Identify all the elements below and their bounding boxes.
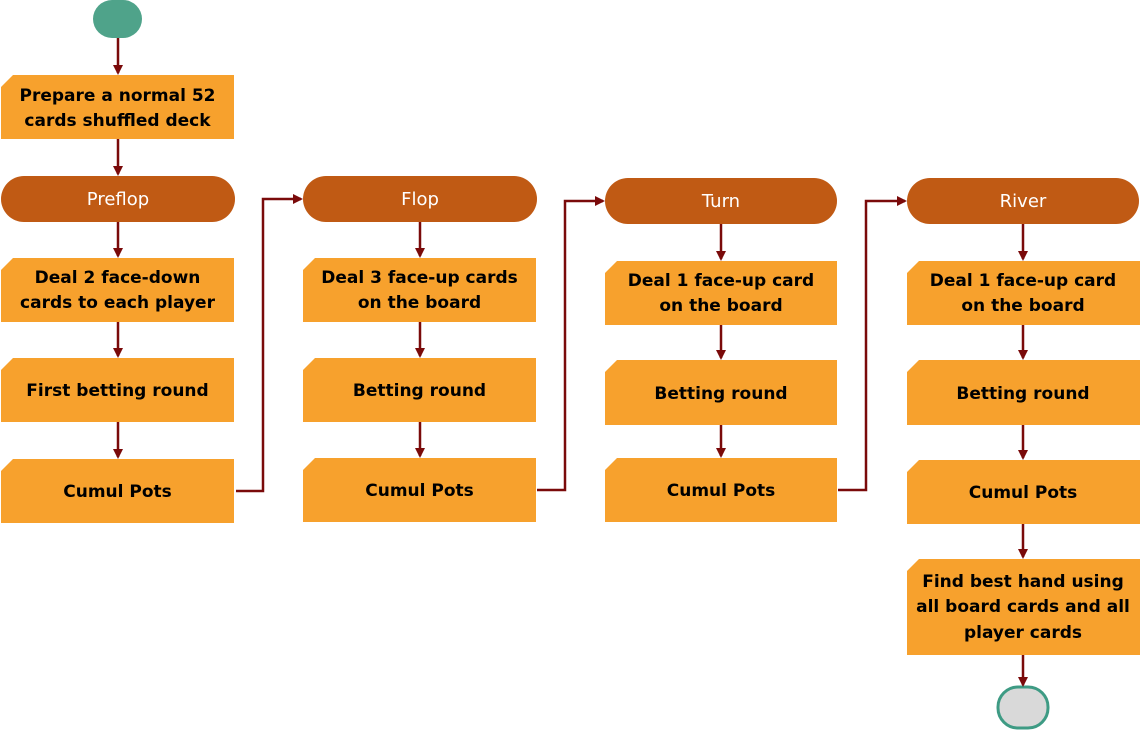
betting-turn-label: Betting round	[654, 384, 787, 404]
phase-preflop	[1, 176, 235, 222]
phase-river-label: River	[1000, 191, 1047, 212]
deal-preflop-line-2: cards to each player	[20, 293, 216, 313]
final-line-1: Find best hand using	[922, 572, 1124, 592]
deal-flop-line-2: on the board	[358, 293, 481, 313]
phase-preflop-label: Preflop	[87, 189, 149, 210]
phase-river	[907, 178, 1139, 224]
betting-box-river	[907, 360, 1140, 425]
pots-box-preflop	[1, 459, 234, 523]
final-line-2: all board cards and all	[916, 597, 1130, 617]
connectors	[113, 38, 1028, 687]
final-line-3: player cards	[964, 623, 1082, 643]
pots-turn-label: Cumul Pots	[667, 481, 776, 501]
betting-box-turn	[605, 360, 837, 425]
pots-box-river	[907, 460, 1140, 524]
arrow-preflop-to-flop	[236, 194, 303, 493]
arrow-turn-to-river	[838, 196, 907, 492]
final-box	[907, 559, 1140, 655]
deal-box-preflop	[1, 258, 234, 322]
pots-box-flop	[303, 458, 536, 522]
betting-box-preflop	[1, 358, 234, 422]
pots-river-label: Cumul Pots	[969, 483, 1078, 503]
phase-flop	[303, 176, 537, 222]
betting-box-flop	[303, 358, 536, 422]
prepare-deck-box: Prepare a normal 52 cards shuffled deck	[1, 75, 234, 139]
deal-box-turn	[605, 261, 837, 325]
column-flop: Flop Deal 3 face-up cards on the board B…	[303, 176, 537, 522]
deal-river-line-1: Deal 1 face-up card	[930, 271, 1116, 291]
deal-preflop-line-1: Deal 2 face-down	[35, 268, 201, 288]
betting-river-label: Betting round	[956, 384, 1089, 404]
arrow-flop-to-turn	[537, 196, 605, 492]
phase-turn-label: Turn	[701, 191, 740, 212]
column-turn: Turn Deal 1 face-up card on the board Be…	[605, 178, 837, 522]
betting-preflop-label: First betting round	[26, 381, 208, 401]
pots-preflop-label: Cumul Pots	[63, 482, 172, 502]
deal-turn-line-1: Deal 1 face-up card	[628, 271, 814, 291]
phase-turn	[605, 178, 837, 224]
deal-turn-line-2: on the board	[659, 296, 782, 316]
prepare-line-1: Prepare a normal 52	[20, 86, 216, 106]
deal-box-flop	[303, 258, 536, 322]
prepare-line-2: cards shuffled deck	[24, 111, 211, 131]
start-terminal	[93, 0, 142, 38]
pots-flop-label: Cumul Pots	[365, 481, 474, 501]
end-terminal	[996, 685, 1050, 730]
phase-flop-label: Flop	[401, 189, 439, 210]
betting-flop-label: Betting round	[353, 381, 486, 401]
deal-flop-line-1: Deal 3 face-up cards	[321, 268, 518, 288]
deal-box-river	[907, 261, 1140, 325]
deal-river-line-2: on the board	[961, 296, 1084, 316]
column-preflop: Preflop Deal 2 face-down cards to each p…	[1, 176, 235, 523]
pots-box-turn	[605, 458, 837, 522]
column-river: River Deal 1 face-up card on the board B…	[907, 178, 1140, 655]
